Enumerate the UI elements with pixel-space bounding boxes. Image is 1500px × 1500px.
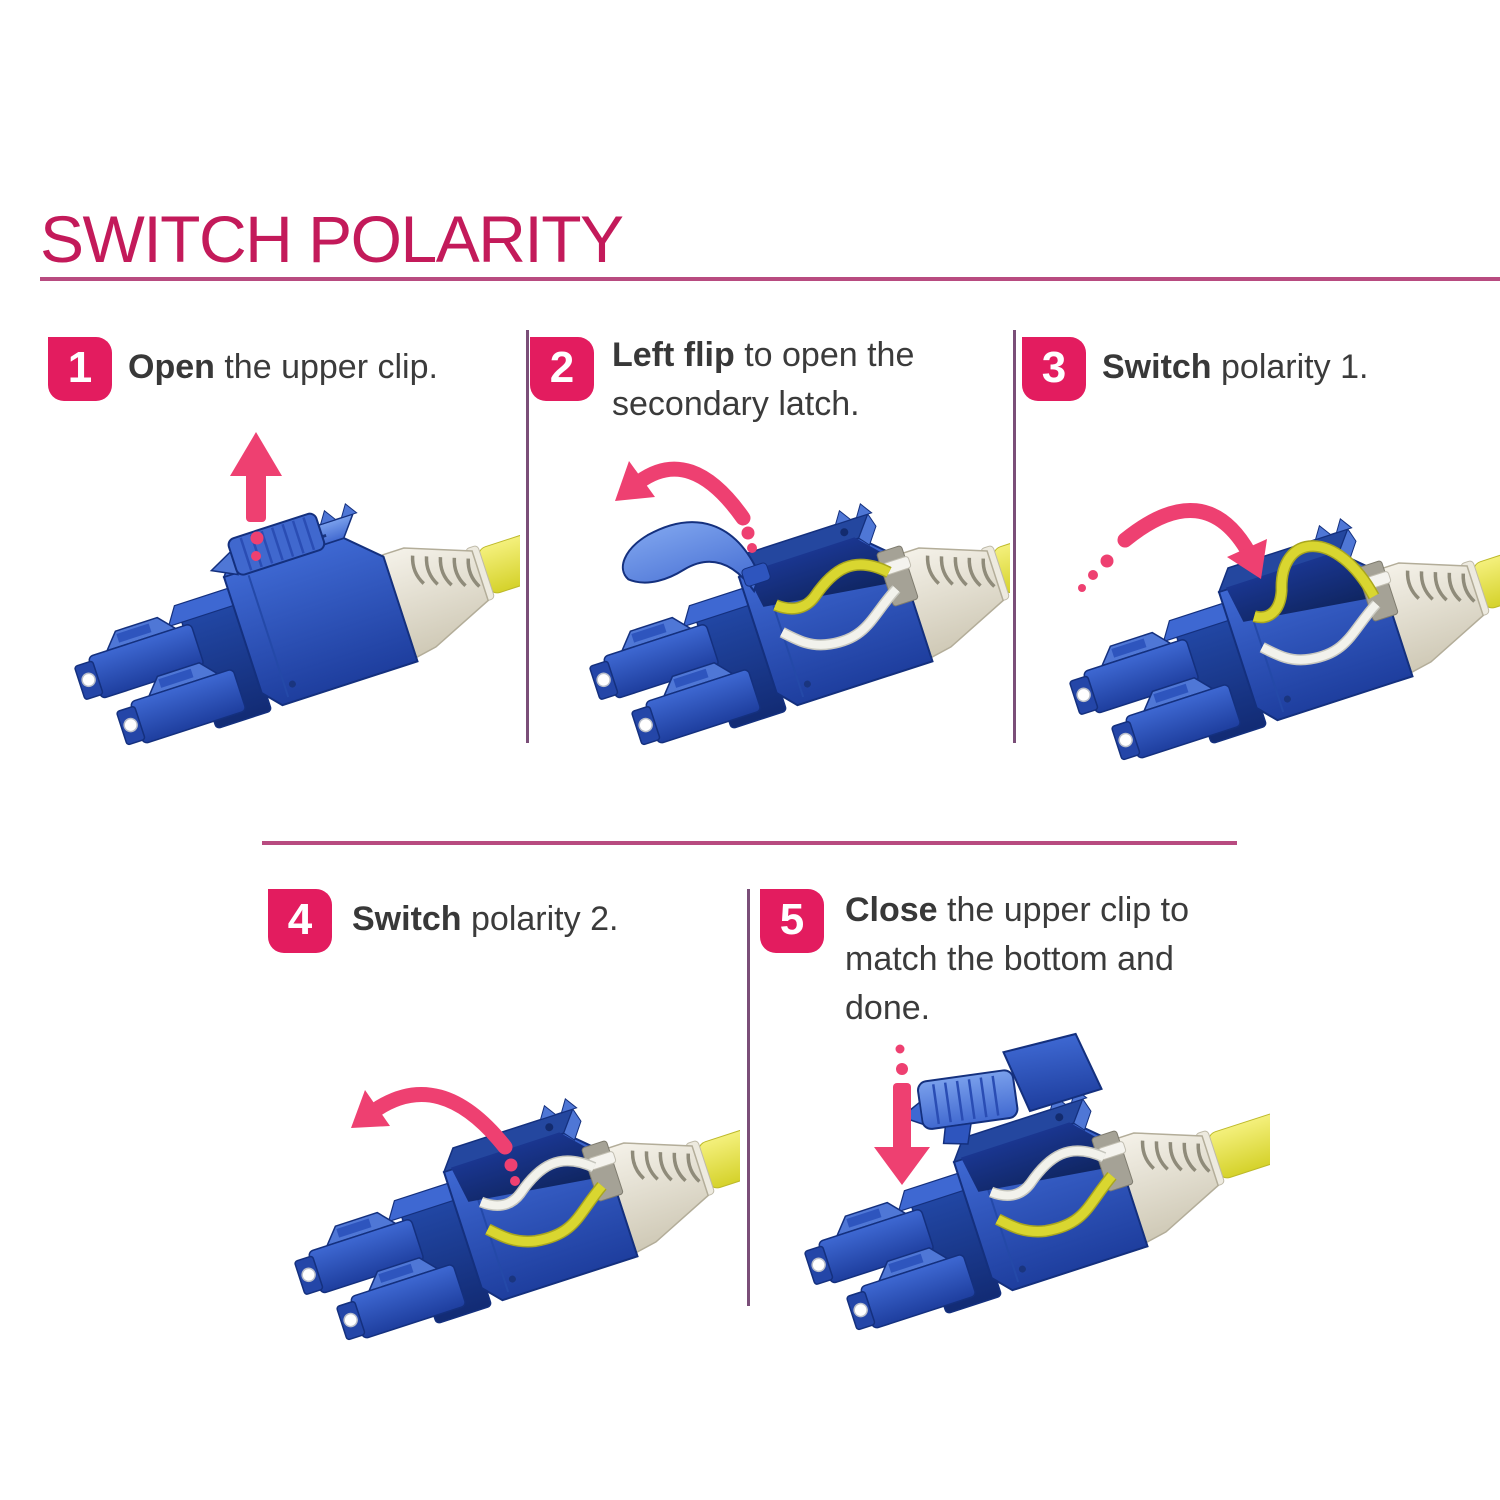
step-2-number: 2 bbox=[549, 343, 575, 392]
step-3-illustration bbox=[1055, 445, 1500, 795]
down-arrow-icon bbox=[874, 1044, 930, 1185]
step-1-badge: 1 bbox=[48, 337, 112, 401]
flip-back-curved-arrow-icon bbox=[351, 1087, 520, 1186]
page-title: SWITCH POLARITY bbox=[40, 202, 624, 276]
swap-curved-arrow-icon bbox=[1078, 503, 1267, 592]
step-4-illustration bbox=[280, 1025, 740, 1375]
step-5-badge: 5 bbox=[760, 889, 824, 953]
step-4-badge: 4 bbox=[268, 889, 332, 953]
column-divider-2 bbox=[1013, 330, 1016, 743]
flip-open-curved-arrow-icon bbox=[615, 461, 757, 553]
step-5-illustration bbox=[790, 1015, 1270, 1365]
step-3-number: 3 bbox=[1041, 343, 1067, 392]
column-divider-1 bbox=[526, 330, 529, 743]
lc-connector-open-graphic bbox=[280, 1025, 740, 1360]
lc-connector-closed-graphic bbox=[60, 430, 520, 765]
step-3-badge: 3 bbox=[1022, 337, 1086, 401]
title-underline bbox=[40, 277, 1500, 281]
up-arrow-icon bbox=[230, 432, 282, 561]
lc-connector-open-graphic bbox=[1055, 445, 1500, 780]
step-4-text: Switch polarity 2. bbox=[352, 900, 619, 938]
step-1-illustration bbox=[60, 430, 520, 780]
step-2-illustration bbox=[575, 430, 1010, 780]
column-divider-3 bbox=[747, 889, 750, 1306]
step-5-number: 5 bbox=[779, 895, 805, 944]
row-divider bbox=[262, 841, 1237, 845]
step-1-text: Open the upper clip. bbox=[128, 348, 438, 386]
step-4-number: 4 bbox=[287, 895, 313, 944]
step-2-text: Left flip to open the secondary latch. bbox=[612, 336, 915, 423]
step-5-text: Close the upper clip to match the bottom… bbox=[845, 891, 1189, 1027]
step-1-number: 1 bbox=[67, 343, 93, 392]
step-3-text: Switch polarity 1. bbox=[1102, 348, 1369, 386]
step-2-badge: 2 bbox=[530, 337, 594, 401]
